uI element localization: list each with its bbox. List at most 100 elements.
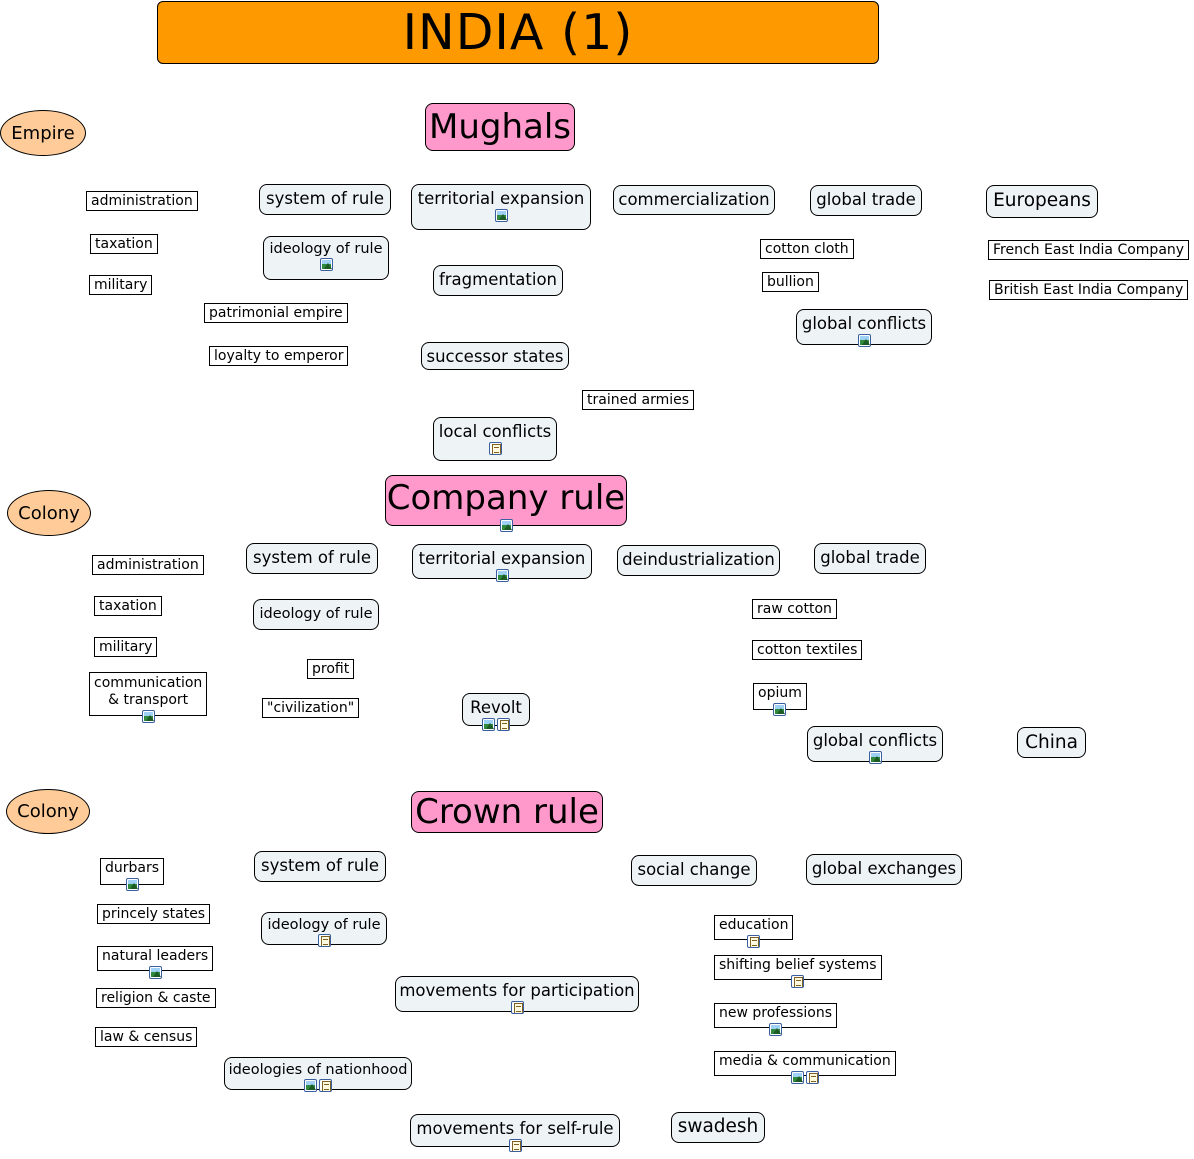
- node-ideologies-of-nationhood[interactable]: ideologies of nationhood: [224, 1057, 412, 1092]
- node-label: deindustrialization: [622, 550, 775, 569]
- image-attachment-icon[interactable]: [494, 209, 508, 222]
- node-label: education: [719, 917, 789, 933]
- section-crown-rule[interactable]: Crown rule: [411, 791, 603, 833]
- node-commercialization[interactable]: commercialization: [613, 185, 775, 215]
- node-system-of-rule[interactable]: system of rule: [246, 543, 378, 574]
- node-label: global exchanges: [811, 859, 957, 878]
- node-territorial-expansion[interactable]: territorial expansion: [411, 184, 591, 230]
- node-global-conflicts[interactable]: global conflicts: [796, 309, 932, 347]
- note-attachment-icon[interactable]: [508, 1139, 522, 1152]
- node-law-census[interactable]: law & census: [95, 1027, 198, 1047]
- note-attachment-icon[interactable]: [805, 1071, 819, 1084]
- image-attachment-icon[interactable]: [141, 710, 155, 723]
- node-natural-leaders[interactable]: natural leaders: [97, 946, 214, 979]
- node-china[interactable]: China: [1017, 727, 1086, 758]
- note-attachment-icon[interactable]: [510, 1001, 524, 1014]
- node-communication-transport[interactable]: communication & transport: [89, 672, 208, 723]
- node-durbars[interactable]: durbars: [100, 858, 165, 891]
- node-global-conflicts[interactable]: global conflicts: [807, 726, 943, 764]
- node-movements-for-participation[interactable]: movements for participation: [395, 976, 639, 1014]
- node-global-exchanges[interactable]: global exchanges: [806, 854, 962, 885]
- node-successor-states[interactable]: successor states: [421, 342, 569, 370]
- node-british-east-india-company[interactable]: British East India Company: [989, 280, 1189, 300]
- node-movements-for-self-rule[interactable]: movements for self-rule: [410, 1114, 620, 1152]
- node-patrimonial-empire[interactable]: patrimonial empire: [204, 303, 348, 323]
- node-local-conflicts[interactable]: local conflicts: [433, 417, 557, 461]
- node-territorial-expansion[interactable]: territorial expansion: [412, 544, 592, 582]
- image-attachment-icon[interactable]: [495, 569, 509, 582]
- node-military[interactable]: military: [89, 275, 153, 295]
- image-attachment-icon[interactable]: [769, 1023, 783, 1036]
- node-revolt[interactable]: Revolt: [462, 693, 530, 731]
- section-mughals-label: Mughals: [428, 107, 571, 147]
- node-loyalty-to-emperor[interactable]: loyalty to emperor: [209, 346, 349, 366]
- node-military[interactable]: military: [94, 637, 158, 657]
- node-system-of-rule[interactable]: system of rule: [254, 851, 386, 882]
- node-label: successor states: [426, 347, 564, 366]
- node-system-of-rule[interactable]: system of rule: [259, 184, 391, 215]
- node-fragmentation[interactable]: fragmentation: [433, 265, 563, 296]
- node-bullion[interactable]: bullion: [762, 272, 819, 292]
- node-profit[interactable]: profit: [307, 659, 355, 679]
- node-civilization[interactable]: "civilization": [262, 698, 360, 718]
- image-attachment-icon[interactable]: [868, 751, 882, 764]
- node-label: natural leaders: [102, 948, 209, 964]
- node-french-east-india-company[interactable]: French East India Company: [988, 240, 1190, 260]
- node-taxation[interactable]: taxation: [94, 596, 162, 616]
- image-attachment-icon[interactable]: [304, 1079, 317, 1092]
- node-label: social change: [637, 860, 751, 879]
- note-attachment-icon[interactable]: [488, 442, 502, 455]
- node-princely-states[interactable]: princely states: [97, 904, 211, 924]
- image-attachment-icon[interactable]: [482, 718, 495, 731]
- node-administration[interactable]: administration: [86, 191, 198, 211]
- oval-colony-crown[interactable]: Colony: [6, 789, 90, 834]
- node-administration[interactable]: administration: [92, 555, 204, 575]
- node-social-change[interactable]: social change: [631, 855, 757, 886]
- node-label: system of rule: [260, 856, 380, 875]
- image-attachment-icon[interactable]: [148, 966, 162, 979]
- note-attachment-icon[interactable]: [319, 1079, 332, 1092]
- node-trained-armies[interactable]: trained armies: [582, 390, 695, 410]
- node-cotton-cloth[interactable]: cotton cloth: [760, 239, 854, 259]
- node-opium[interactable]: opium: [753, 683, 807, 716]
- node-taxation[interactable]: taxation: [90, 234, 158, 254]
- section-company-rule-label: Company rule: [386, 478, 626, 518]
- note-attachment-icon[interactable]: [497, 718, 510, 731]
- node-label: swadesh: [677, 1116, 759, 1137]
- node-label: Revolt: [470, 698, 522, 717]
- image-attachment-icon[interactable]: [790, 1071, 804, 1084]
- node-global-trade[interactable]: global trade: [814, 543, 926, 574]
- node-ideology-of-rule[interactable]: ideology of rule: [261, 912, 387, 947]
- node-ideology-of-rule[interactable]: ideology of rule: [263, 236, 389, 280]
- oval-empire[interactable]: Empire: [0, 110, 86, 156]
- section-crown-rule-label: Crown rule: [415, 792, 599, 832]
- node-label: China: [1025, 732, 1078, 753]
- image-attachment-icon[interactable]: [319, 258, 333, 271]
- node-shifting-belief-systems[interactable]: shifting belief systems: [714, 955, 882, 988]
- node-swadesh[interactable]: swadesh: [671, 1112, 765, 1143]
- note-attachment-icon[interactable]: [791, 975, 805, 988]
- node-deindustrialization[interactable]: deindustrialization: [617, 545, 780, 576]
- node-label: ideologies of nationhood: [228, 1062, 408, 1078]
- section-company-rule[interactable]: Company rule: [385, 475, 627, 532]
- node-education[interactable]: education: [714, 915, 794, 948]
- node-raw-cotton[interactable]: raw cotton: [752, 599, 837, 619]
- image-attachment-icon[interactable]: [773, 703, 787, 716]
- oval-colony-company[interactable]: Colony: [7, 490, 91, 536]
- node-media-communication[interactable]: media & communication: [714, 1051, 896, 1084]
- note-attachment-icon[interactable]: [317, 934, 331, 947]
- node-new-professions[interactable]: new professions: [714, 1003, 838, 1036]
- note-attachment-icon[interactable]: [747, 935, 761, 948]
- node-cotton-textiles[interactable]: cotton textiles: [752, 640, 863, 660]
- node-ideology-of-rule[interactable]: ideology of rule: [253, 599, 379, 630]
- node-religion-caste[interactable]: religion & caste: [96, 988, 216, 1008]
- node-label: territorial expansion: [417, 189, 585, 208]
- node-global-trade[interactable]: global trade: [810, 185, 922, 216]
- node-label: local conflicts: [438, 422, 552, 441]
- image-attachment-icon[interactable]: [857, 334, 871, 347]
- section-mughals[interactable]: Mughals: [425, 103, 575, 151]
- image-attachment-icon[interactable]: [499, 519, 513, 532]
- node-label: commercialization: [618, 190, 770, 209]
- image-attachment-icon[interactable]: [125, 878, 139, 891]
- node-europeans[interactable]: Europeans: [986, 185, 1098, 218]
